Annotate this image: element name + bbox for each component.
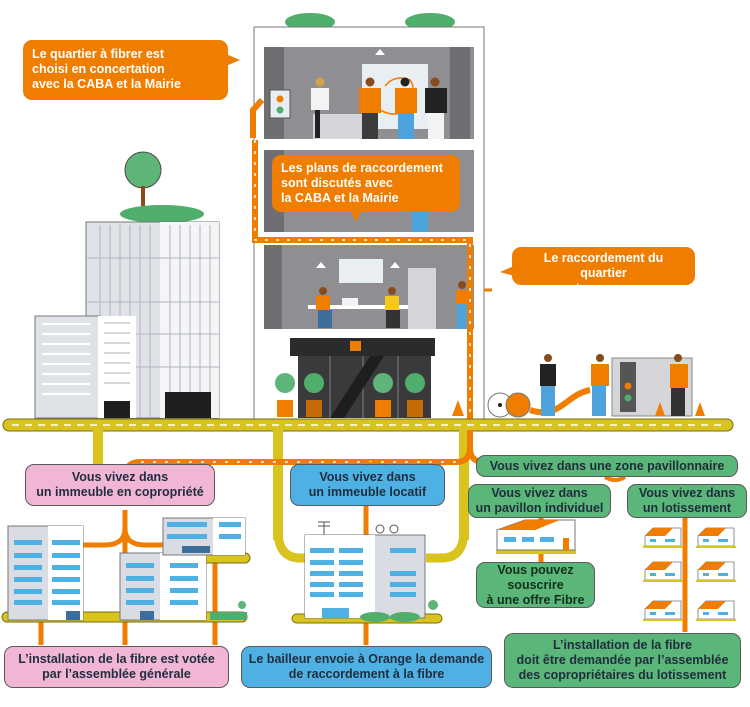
box-souscrire-offre: Vous pouvez souscrire à une offre Fibre bbox=[476, 562, 595, 608]
lotissement-text: Vous vivez dans un lotissement bbox=[638, 486, 736, 515]
house-icon bbox=[696, 561, 736, 582]
lotissement-result-text: L’installation de la fibre doit être dem… bbox=[516, 638, 729, 682]
bubble-raccordement-text: Le raccordement du quartier peut commenc… bbox=[543, 251, 664, 295]
locatif-title-text: Vous vivez dans un immeuble locatif bbox=[308, 470, 427, 499]
worksite bbox=[484, 288, 705, 418]
box-locatif-title: Vous vivez dans un immeuble locatif bbox=[290, 464, 445, 506]
copro-result-text: L’installation de la fibre est votée par… bbox=[18, 652, 215, 681]
box-lotissement: Vous vivez dans un lotissement bbox=[627, 484, 747, 518]
box-pavillon-individuel: Vous vivez dans un pavillon individuel bbox=[468, 484, 611, 518]
bubble-plans-raccordement: Les plans de raccordement sont discutés … bbox=[272, 155, 460, 212]
box-copro-title: Vous vivez dans un immeuble en coproprié… bbox=[25, 464, 215, 506]
house-icon bbox=[643, 527, 683, 548]
box-pavillonnaire-title: Vous vivez dans une zone pavillonnaire bbox=[476, 455, 738, 477]
house-icon bbox=[643, 561, 683, 582]
pavillonnaire-title-text: Vous vivez dans une zone pavillonnaire bbox=[489, 458, 725, 473]
bubble-quartier-text: Le quartier à fibrer est choisi en conce… bbox=[32, 47, 181, 91]
box-locatif-result: Le bailleur envoie à Orange la demande d… bbox=[241, 646, 492, 688]
box-lotissement-result: L’installation de la fibre doit être dem… bbox=[504, 633, 741, 688]
house-icon bbox=[696, 527, 736, 548]
bubble-quartier-choisi: Le quartier à fibrer est choisi en conce… bbox=[23, 40, 228, 100]
copro-buildings bbox=[1, 517, 251, 623]
house-icon bbox=[696, 600, 736, 621]
bubble-pointer bbox=[350, 210, 362, 222]
lotissement-houses bbox=[643, 527, 736, 621]
rental-building bbox=[273, 521, 469, 624]
house-icon bbox=[643, 600, 683, 621]
office-building-left bbox=[34, 151, 220, 419]
main-road bbox=[2, 418, 734, 540]
bubble-plans-text: Les plans de raccordement sont discutés … bbox=[281, 161, 443, 205]
bubble-pointer bbox=[226, 54, 240, 66]
souscrire-offre-text: Vous pouvez souscrire à une offre Fibre bbox=[486, 562, 585, 607]
houses bbox=[496, 519, 576, 554]
copro-title-text: Vous vivez dans un immeuble en coproprié… bbox=[36, 470, 204, 499]
orange-building bbox=[250, 13, 485, 430]
pavillon-individuel-text: Vous vivez dans un pavillon individuel bbox=[475, 486, 604, 515]
box-copro-result: L’installation de la fibre est votée par… bbox=[4, 646, 229, 688]
bubble-raccordement-commence: Le raccordement du quartier peut commenc… bbox=[512, 247, 695, 295]
bubble-pointer bbox=[500, 266, 514, 276]
locatif-result-text: Le bailleur envoie à Orange la demande d… bbox=[248, 652, 485, 681]
